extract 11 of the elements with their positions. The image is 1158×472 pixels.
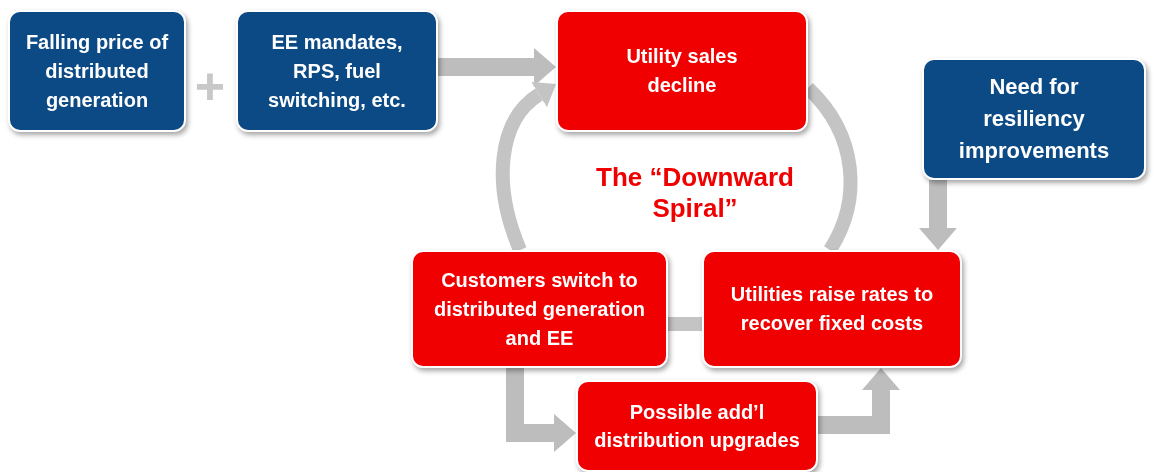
heading: The “Downward Spiral” xyxy=(595,162,795,225)
process-box: Utility sales decline xyxy=(556,10,808,132)
process-box: Possible add’l distribution upgrades xyxy=(576,380,818,472)
process-box: Customers switch to distributed generation and EE xyxy=(411,250,668,368)
plus-sign: + xyxy=(193,60,227,112)
cycle-arrow xyxy=(495,82,555,253)
process-box: Utilities raise rates to recover fixed costs xyxy=(702,250,962,368)
driver-box: Falling price of distributed generation xyxy=(8,10,186,132)
block-arrow xyxy=(919,180,957,250)
driver-box: Need for resiliency improvements xyxy=(922,58,1146,180)
driver-box: EE mandates, RPS, fuel switching, etc. xyxy=(236,10,438,132)
